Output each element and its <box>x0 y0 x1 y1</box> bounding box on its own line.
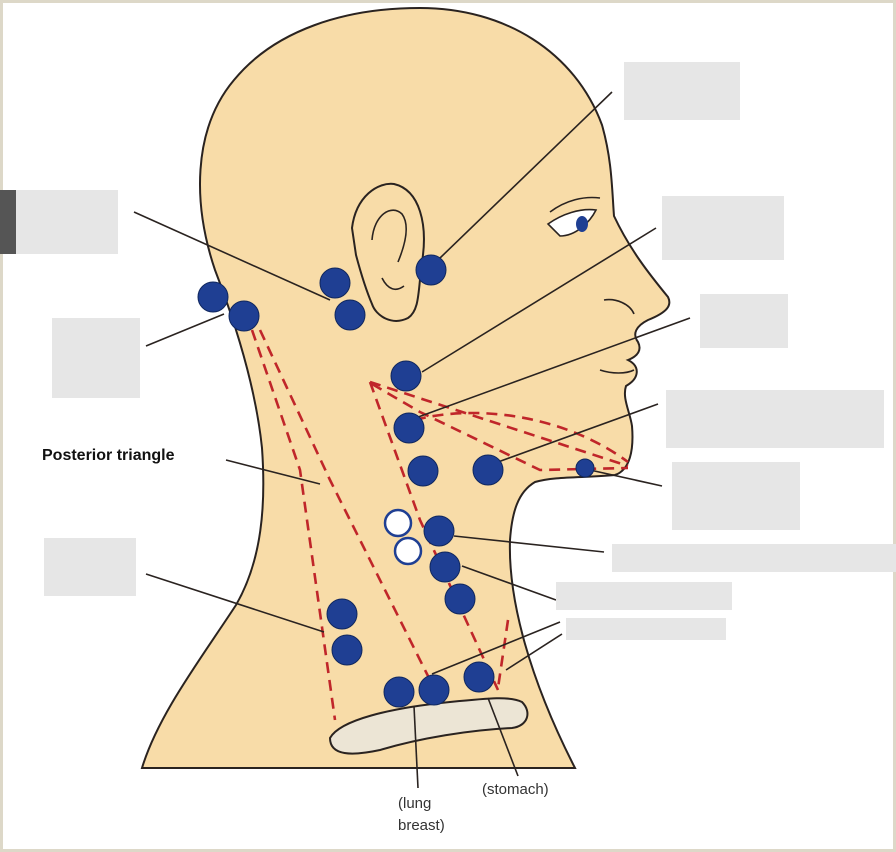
lymph-node-posterior-auricular-1 <box>319 267 351 299</box>
lymph-node-superficial-cervical-1 <box>383 508 413 538</box>
leader-line-stomach <box>487 697 519 777</box>
lymph-node-supraclavicular-1 <box>383 676 415 708</box>
posterior-border-line <box>250 329 337 721</box>
hidden-label-2-shadow <box>0 190 16 254</box>
lymph-node-posterior-cervical-1 <box>326 598 358 630</box>
leader-line-tonsillar <box>421 227 657 373</box>
leader-line-submental <box>589 469 663 487</box>
leader-line-posterior-cervical <box>145 573 325 633</box>
lymph-node-deep-cervical-3 <box>444 583 476 615</box>
lymph-node-occipital-1 <box>197 281 229 313</box>
hidden-label-10 <box>556 582 732 610</box>
eye <box>546 208 598 237</box>
lymph-node-deep-cervical-2 <box>429 551 461 583</box>
leader-line-submandibular <box>409 317 691 421</box>
stomach-label: (stomach) <box>482 781 549 798</box>
sternocleidomastoid-back-line <box>258 329 442 701</box>
submandibular-lower-line <box>371 382 629 472</box>
hidden-label-7 <box>672 462 800 530</box>
leader-line-submental-upper <box>497 403 659 463</box>
iris <box>576 216 588 232</box>
lymph-node-submental-upper <box>472 454 504 486</box>
eyebrow <box>549 196 601 213</box>
ear-inner-fold <box>371 209 407 263</box>
posterior-triangle-label: Posterior triangle <box>42 447 175 464</box>
ear <box>350 182 425 322</box>
leader-line-supraclavicular-2 <box>505 633 563 671</box>
hidden-label-9 <box>44 538 136 596</box>
lymph-node-submental <box>575 458 595 478</box>
hidden-label-1 <box>624 62 740 120</box>
lymph-node-posterior-cervical-2 <box>331 634 363 666</box>
submandibular-upper-line <box>369 380 629 468</box>
leader-line-superficial-cervical <box>453 535 605 553</box>
lymph-node-posterior-auricular-2 <box>334 299 366 331</box>
dashed-boundaries <box>250 329 629 721</box>
ear-tragus <box>381 277 405 291</box>
leader-line-lung-breast <box>413 705 419 789</box>
hidden-label-11 <box>566 618 726 640</box>
submandibular-curve <box>414 411 629 464</box>
lymph-node-tonsillar <box>390 360 422 392</box>
leader-line-posterior-auricular <box>133 211 331 301</box>
lung-breast-label-line1: (lung <box>398 795 431 812</box>
hidden-label-3 <box>662 196 784 260</box>
lymph-nodes <box>197 254 595 708</box>
mouth-line <box>599 369 635 374</box>
lymph-node-submandibular-1 <box>393 412 425 444</box>
lymph-node-preauricular <box>415 254 447 286</box>
leader-line-supraclavicular-1 <box>431 621 561 675</box>
lung-breast-label-line2: breast) <box>398 817 445 834</box>
hidden-label-4 <box>52 318 140 398</box>
lymph-node-submandibular-2 <box>407 455 439 487</box>
leader-lines <box>133 91 691 789</box>
anterior-triangle-back-line <box>368 381 500 691</box>
hidden-label-6 <box>666 390 884 448</box>
superficial-cervical-nodes <box>383 508 423 566</box>
leader-line-deep-cervical <box>461 565 557 601</box>
clavicle <box>328 697 529 755</box>
lymph-node-occipital-2 <box>228 300 260 332</box>
leader-line-preauricular <box>439 91 613 259</box>
hidden-label-2 <box>0 190 118 254</box>
leader-line-occipital <box>145 313 225 347</box>
hidden-label-boxes <box>0 62 896 640</box>
lymph-node-supraclavicular-2 <box>418 674 450 706</box>
hidden-label-5 <box>700 294 788 348</box>
lymph-node-supraclavicular-3 <box>463 661 495 693</box>
nostril-line <box>603 298 635 315</box>
leader-line-posterior-triangle <box>225 459 321 485</box>
lymph-node-deep-cervical-1 <box>423 515 455 547</box>
hidden-label-8 <box>612 544 896 572</box>
lymph-node-superficial-cervical-2 <box>393 536 423 566</box>
anterior-lower-line <box>496 619 510 689</box>
